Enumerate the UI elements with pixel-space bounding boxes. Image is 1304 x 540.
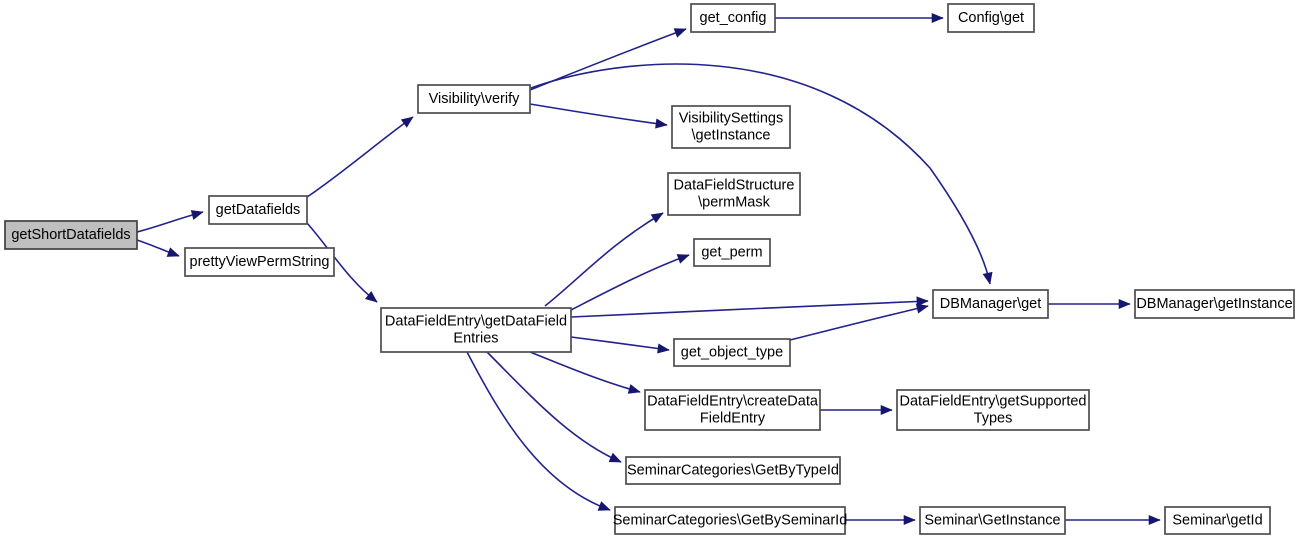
node-label: Types <box>974 410 1013 426</box>
node-label: Config\get <box>958 10 1024 26</box>
call-edge <box>1048 298 1131 310</box>
graph-node-get_object_type[interactable]: get_object_type <box>673 338 791 367</box>
node-box <box>896 389 1090 431</box>
node-label: Seminar\getId <box>1172 512 1262 528</box>
node-box <box>184 247 335 277</box>
node-box <box>947 3 1035 33</box>
call-edge <box>789 303 929 341</box>
node-label: Visibility\verify <box>429 91 521 107</box>
node-label: prettyViewPermString <box>190 254 330 270</box>
graph-node-SeminarGetInstance[interactable]: Seminar\GetInstance <box>919 506 1066 535</box>
node-box <box>625 456 841 485</box>
node-box <box>417 84 531 114</box>
call-edge <box>486 351 622 463</box>
edges-layer <box>136 12 1161 526</box>
node-label: Entries <box>453 330 498 346</box>
call-edge <box>136 210 204 233</box>
node-box <box>644 389 821 431</box>
call-edge <box>775 12 944 24</box>
node-label: \permMask <box>698 194 770 210</box>
node-label: Seminar\GetInstance <box>924 512 1060 528</box>
nodes-layer: getShortDatafields getDatafields prettyVie… <box>4 3 1295 535</box>
graph-node-getShortDatafields[interactable]: getShortDatafields <box>4 220 138 250</box>
node-label: get_config <box>700 10 767 26</box>
graph-node-get_config[interactable]: get_config <box>690 3 776 33</box>
node-box <box>1134 289 1295 319</box>
node-label: SeminarCategories\GetByTypeId <box>627 462 839 478</box>
node-label: VisibilitySettings <box>679 110 784 126</box>
graph-node-DBManagerGetInstance[interactable]: DBManager\getInstance <box>1134 289 1295 319</box>
graph-node-getDatafields[interactable]: getDatafields <box>208 195 308 225</box>
graph-node-ConfigGet[interactable]: Config\get <box>947 3 1035 33</box>
node-label: get_object_type <box>681 344 783 360</box>
node-box <box>693 238 771 267</box>
node-label: getShortDatafields <box>11 227 130 243</box>
call-edge <box>136 239 180 257</box>
node-label: DBManager\get <box>940 296 1042 312</box>
graph-node-DBManagerGet[interactable]: DBManager\get <box>932 289 1049 319</box>
node-label: DataFieldEntry\getSupported <box>900 393 1087 409</box>
graph-node-SeminarCategoriesGetByTypeId[interactable]: SeminarCategories\GetByTypeId <box>625 456 841 485</box>
node-label: DataFieldEntry\createData <box>647 393 819 409</box>
call-edge <box>845 514 916 526</box>
node-box <box>919 506 1066 535</box>
graph-node-SeminarCategoriesGetBySeminarId[interactable]: SeminarCategories\GetBySeminarId <box>613 506 848 535</box>
node-box <box>1164 506 1271 535</box>
call-edge <box>544 212 664 307</box>
node-box <box>671 105 791 149</box>
graph-node-prettyViewPermString[interactable]: prettyViewPermString <box>184 247 335 277</box>
call-edge <box>1065 514 1161 526</box>
graph-node-VisibilitySettingsGetInstance[interactable]: VisibilitySettings\getInstance <box>671 105 791 149</box>
call-edge <box>530 63 993 285</box>
node-box <box>690 3 776 33</box>
node-label: DataFieldStructure <box>674 177 795 193</box>
node-box <box>932 289 1049 319</box>
graph-node-get_perm[interactable]: get_perm <box>693 238 771 267</box>
call-edge <box>570 254 690 311</box>
call-edge <box>529 103 668 129</box>
node-label: get_perm <box>701 244 762 260</box>
node-box <box>673 338 791 367</box>
node-label: getDatafields <box>216 202 301 218</box>
node-box <box>4 220 138 250</box>
node-label: SeminarCategories\GetBySeminarId <box>613 512 848 528</box>
call-edge <box>570 296 929 318</box>
call-edge <box>529 351 641 394</box>
node-box <box>380 307 572 353</box>
call-edge <box>466 351 611 511</box>
graph-node-SeminarGetId[interactable]: Seminar\getId <box>1164 506 1271 535</box>
node-label: DataFieldEntry\getDataField <box>385 313 567 329</box>
call-edge <box>306 222 378 303</box>
node-box <box>614 506 846 535</box>
node-box <box>667 172 801 216</box>
node-label: FieldEntry <box>700 410 766 426</box>
call-edge <box>570 336 670 354</box>
call-edge <box>820 404 893 416</box>
node-box <box>208 195 308 225</box>
call-edge <box>306 116 414 198</box>
graph-node-DataFieldStructurePermMask[interactable]: DataFieldStructure\permMask <box>667 172 801 216</box>
graph-node-VisibilityVerify[interactable]: Visibility\verify <box>417 84 531 114</box>
node-label: \getInstance <box>692 127 771 143</box>
node-label: DBManager\getInstance <box>1136 296 1292 312</box>
